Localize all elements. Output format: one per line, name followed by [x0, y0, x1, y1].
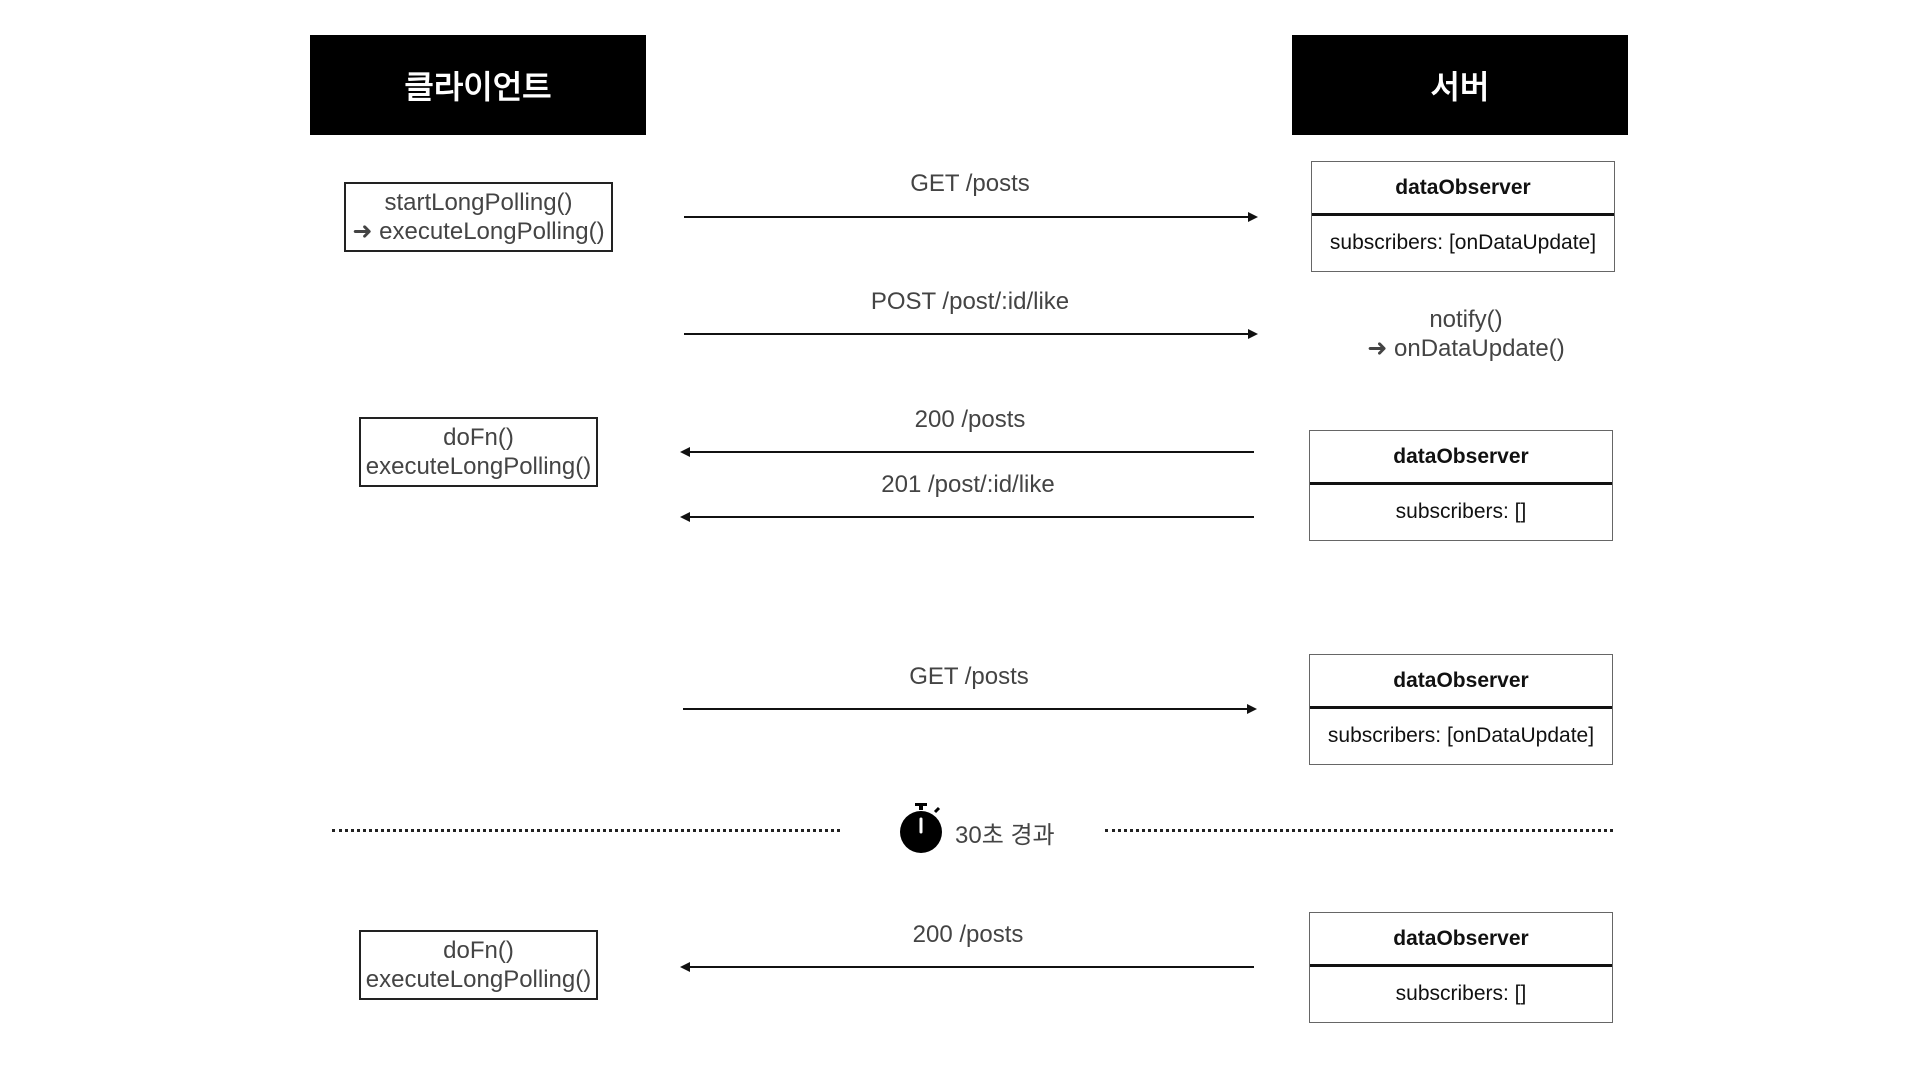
- message-arrow-right: [683, 704, 1257, 714]
- observer-title: dataObserver: [1310, 913, 1612, 967]
- client-box-line2: executeLongPolling(): [365, 453, 592, 480]
- client-box-start: startLongPolling() ➜ executeLongPolling(…: [344, 182, 613, 252]
- server-note-line1: notify(): [1429, 306, 1503, 333]
- client-box-line1: doFn(): [443, 937, 514, 964]
- message-arrow-right: [684, 329, 1258, 339]
- message-arrow-right: [684, 212, 1258, 222]
- server-note-line2: ➜ onDataUpdate(): [1367, 335, 1565, 362]
- observer-title: dataObserver: [1310, 655, 1612, 709]
- message-label: POST /post/:id/like: [870, 288, 1070, 315]
- data-observer-box: dataObserver subscribers: [onDataUpdate]: [1311, 161, 1615, 272]
- stopwatch-icon: [900, 803, 942, 853]
- message-arrow-left: [680, 962, 1254, 972]
- client-box-line2: ➜ executeLongPolling(): [352, 218, 605, 245]
- client-header: 클라이언트: [310, 35, 646, 135]
- observer-subscribers: subscribers: [onDataUpdate]: [1329, 231, 1597, 254]
- data-observer-box: dataObserver subscribers: []: [1309, 430, 1613, 541]
- data-observer-box: dataObserver subscribers: [onDataUpdate]: [1309, 654, 1613, 765]
- message-arrow-left: [680, 447, 1254, 457]
- dotted-separator-left: [332, 829, 840, 832]
- message-arrow-left: [680, 512, 1254, 522]
- message-label: 200 /posts: [912, 921, 1024, 948]
- observer-title: dataObserver: [1312, 162, 1614, 216]
- client-box-dofn-1: doFn() executeLongPolling(): [359, 417, 598, 487]
- message-label: GET /posts: [909, 663, 1029, 690]
- observer-subscribers: subscribers: []: [1395, 500, 1527, 523]
- message-label: GET /posts: [910, 170, 1030, 197]
- client-box-dofn-2: doFn() executeLongPolling(): [359, 930, 598, 1000]
- observer-subscribers: subscribers: []: [1395, 982, 1527, 1005]
- client-box-line2: executeLongPolling(): [365, 966, 592, 993]
- observer-title: dataObserver: [1310, 431, 1612, 485]
- timer-label: 30초 경과: [955, 822, 1055, 849]
- server-note: notify() ➜ onDataUpdate(): [1330, 305, 1602, 363]
- data-observer-box: dataObserver subscribers: []: [1309, 912, 1613, 1023]
- client-box-line1: doFn(): [443, 424, 514, 451]
- dotted-separator-right: [1105, 829, 1613, 832]
- message-label: 201 /post/:id/like: [881, 471, 1055, 498]
- server-header: 서버: [1292, 35, 1628, 135]
- observer-subscribers: subscribers: [onDataUpdate]: [1327, 724, 1595, 747]
- message-label: 200 /posts: [914, 406, 1026, 433]
- client-box-line1: startLongPolling(): [384, 189, 573, 216]
